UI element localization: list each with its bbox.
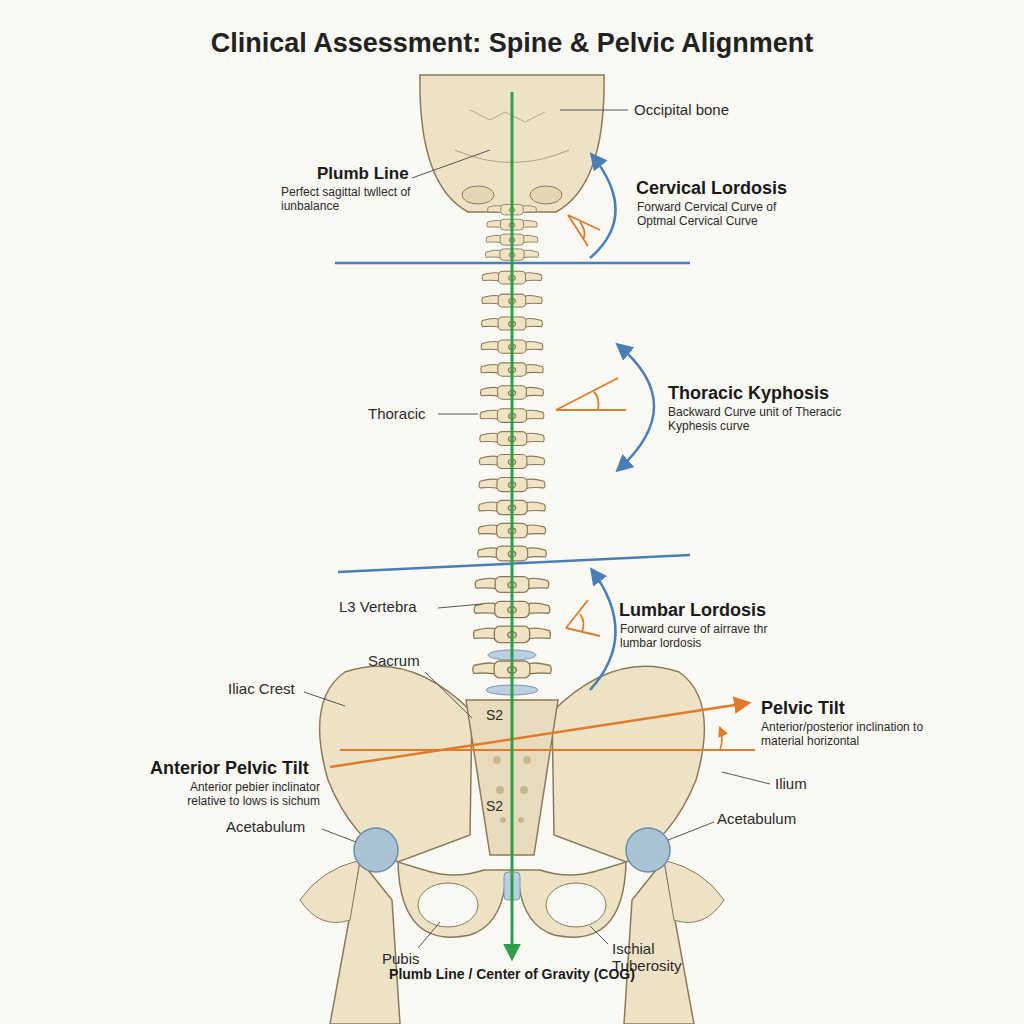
part-label: Thoracic	[368, 405, 426, 422]
part-label: Occipital bone	[634, 101, 729, 118]
part-label: L3 Vertebra	[339, 598, 417, 615]
heading-label: Plumb Line	[317, 164, 409, 184]
note-text: Forward curve of airrave thr lumbar lord…	[620, 623, 790, 651]
part-label: S2	[486, 707, 503, 723]
note-text: Perfect sagittal twllect of iunbalance	[281, 186, 416, 214]
part-label: Pubis	[382, 950, 420, 967]
note-text: Backward Curve unit of Theracic Kyphesis…	[668, 406, 843, 434]
part-label: Acetabulum	[226, 818, 305, 835]
part-label: Ilium	[775, 775, 807, 792]
heading-label: Anterior Pelvic Tilt	[150, 758, 309, 779]
heading-label: Pelvic Tilt	[761, 698, 845, 719]
caption-label: Plumb Line / Center of Gravity (COG)	[382, 966, 642, 982]
part-label: Sacrum	[368, 652, 420, 669]
part-label: Iliac Crest	[228, 680, 295, 697]
heading-label: Lumbar Lordosis	[619, 600, 766, 621]
heading-label: Cervical Lordosis	[636, 178, 787, 199]
part-label: S2	[486, 798, 503, 814]
note-text: Forward Cervical Curve of Optmal Cervica…	[637, 201, 802, 229]
note-text: Anterior/posterior inclination to materi…	[761, 721, 961, 749]
note-text: Anterior pebier inclinator relative to l…	[150, 781, 320, 809]
heading-label: Thoracic Kyphosis	[668, 383, 829, 404]
part-label: Acetabulum	[717, 810, 796, 827]
diagram-title: Clinical Assessment: Spine & Pelvic Alig…	[0, 28, 1024, 59]
